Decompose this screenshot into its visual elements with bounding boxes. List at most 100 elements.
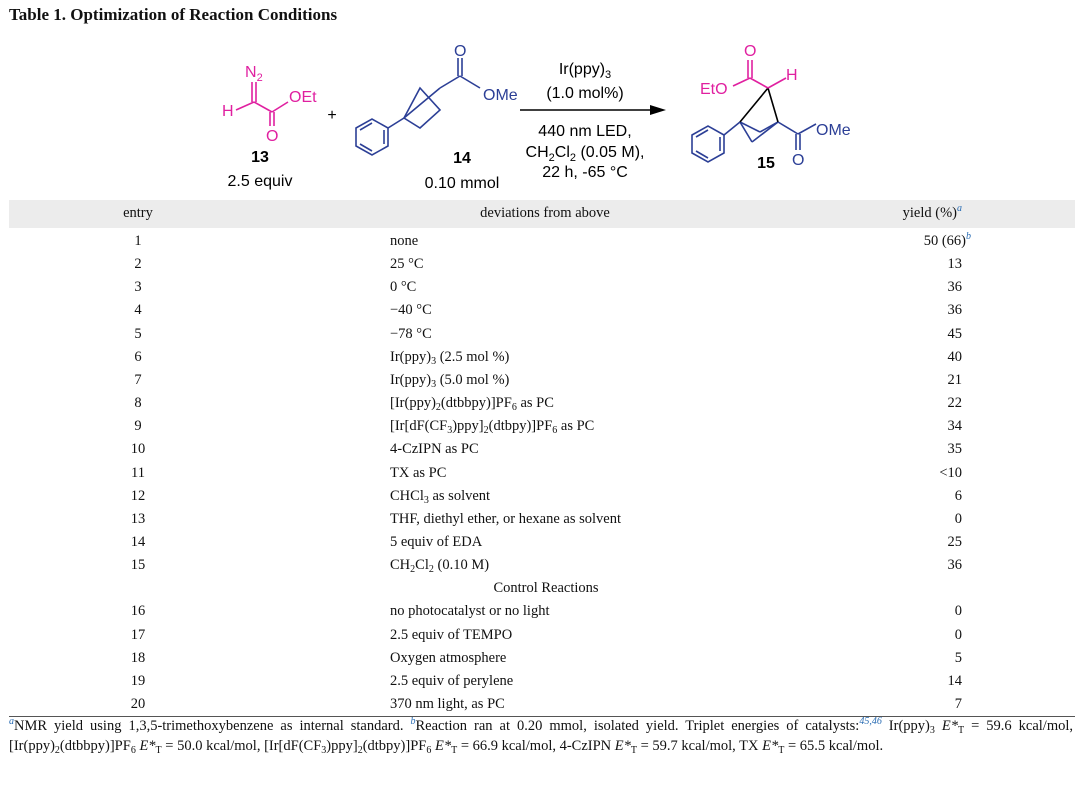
svg-text:440 nm LED,: 440 nm LED, [538,123,631,140]
n2-label: N2 [245,64,263,84]
subscript: 2 [483,425,489,437]
deviation-cell: Ir(ppy)3 (5.0 mol %) [390,371,510,390]
footnote-marker: b [966,231,971,242]
subscript: 6 [426,745,432,756]
entry-number: 13 [130,510,146,527]
subscript: 2 [410,564,416,576]
entry-number: 16 [130,603,146,620]
control-reactions-heading: Control Reactions [493,580,599,597]
eto-label: EtO [700,81,728,98]
plus-sign: + [327,107,336,124]
subscript: 6 [552,425,558,437]
yield-cell: 36 [947,279,963,296]
subscript: 3 [447,425,453,437]
subscript: 3 [321,745,327,756]
o-label: O [792,152,804,169]
reaction-conditions: Ir(ppy)3 (1.0 mol%) 440 nm LED, CH2Cl2 (… [520,61,666,181]
yield-cell: 7 [954,696,962,712]
subscript: 3 [431,355,437,367]
deviation-cell: Ir(ppy)3 (2.5 mol %) [390,348,510,367]
yield-cell: 22 [947,395,963,412]
oet-label: OEt [289,89,317,106]
ome-label: OMe [483,87,518,104]
compound-14-label: 14 [453,150,471,167]
o-label: O [266,128,278,145]
yield-cell: 6 [954,487,962,504]
h-label: H [786,67,798,84]
yield-cell: 0 [954,626,962,643]
yield-cell: 0 [954,510,962,527]
yield-cell: 21 [947,371,963,388]
deviation-cell: 370 nm light, as PC [390,696,505,712]
compound-14-amount: 0.10 mmol [425,175,500,192]
entry-number: 8 [134,395,142,412]
ome-label: OMe [816,122,851,139]
deviation-cell: 4-CzIPN as PC [390,441,479,458]
deviation-cell: 2.5 equiv of perylene [390,672,514,689]
deviation-cell: 25 °C [390,256,424,273]
yield-cell: 40 [947,348,963,365]
yield-cell: 50 (66)b [923,231,971,250]
footnote-marker: b [410,716,416,727]
entry-number: 11 [131,464,145,481]
reagent-14: O OMe [355,43,518,156]
table-footnotes: aNMR yield using 1,3,5-trimethoxybenzene… [9,716,1073,756]
yield-cell: 36 [947,302,963,319]
entry-number: 7 [134,371,142,388]
yield-cell: 14 [947,672,963,689]
subscript: 6 [511,402,517,414]
yield-cell: 35 [947,441,963,458]
italic-text: E* [762,738,779,754]
header-deviation: deviations from above [480,205,610,221]
entry-number: 5 [134,325,142,342]
header-entry: entry [123,205,153,221]
italic-text: E* [135,738,156,754]
deviation-cell: CH2Cl2 (0.10 M) [390,557,490,576]
entry-number: 2 [134,256,142,273]
yield-cell: 0 [954,603,962,620]
entry-number: 15 [130,557,146,574]
yield-cell: 5 [954,649,962,666]
subscript: T [630,745,637,756]
yield-cell: 34 [947,418,963,435]
deviation-cell: no photocatalyst or no light [390,603,550,620]
reference-citation: 45,46 [859,716,882,727]
deviation-cell: CHCl3 as solvent [390,487,491,506]
deviation-cell: −40 °C [390,302,432,319]
reaction-scheme: N2 H OEt O 13 2.5 equiv + O OMe 14 0.10 … [222,43,851,192]
table-title: Table 1. Optimization of Reaction Condit… [9,5,338,24]
o-label: O [454,43,466,60]
subscript: 3 [929,725,935,736]
svg-text:(1.0 mol%): (1.0 mol%) [546,85,623,102]
entry-number: 6 [134,348,142,365]
subscript: T [155,745,162,756]
subscript: 3 [431,378,437,390]
entry-number: 17 [130,626,146,643]
entry-number: 1 [134,233,142,249]
subscript: T [778,745,785,756]
compound-13-label: 13 [251,149,269,166]
italic-text: E* [934,718,958,734]
compound-13-amount: 2.5 equiv [228,173,293,190]
h-label: H [222,103,234,120]
deviation-cell: 2.5 equiv of TEMPO [390,626,513,643]
yield-cell: <10 [939,464,962,481]
subscript: 6 [130,745,136,756]
entry-number: 3 [134,279,142,296]
table-bottom-rule [9,716,1075,717]
entry-number: 10 [130,441,146,458]
footnote-marker: a [9,716,14,727]
subscript: 2 [357,745,363,756]
entry-number: 4 [134,302,142,319]
italic-text: E* [431,738,452,754]
entry-number: 20 [130,696,146,712]
yield-cell: 45 [947,325,963,342]
entry-number: 12 [130,487,146,504]
entry-number: 14 [130,533,146,550]
header-yield: yield (%)a [902,203,962,222]
entry-number: 19 [130,672,146,689]
entry-number: 9 [134,418,142,435]
product-15: OMe O O EtO H [691,43,851,169]
yield-cell: 36 [947,557,963,574]
deviation-cell: [Ir(ppy)2(dtbbpy)]PF6 as PC [390,395,554,414]
